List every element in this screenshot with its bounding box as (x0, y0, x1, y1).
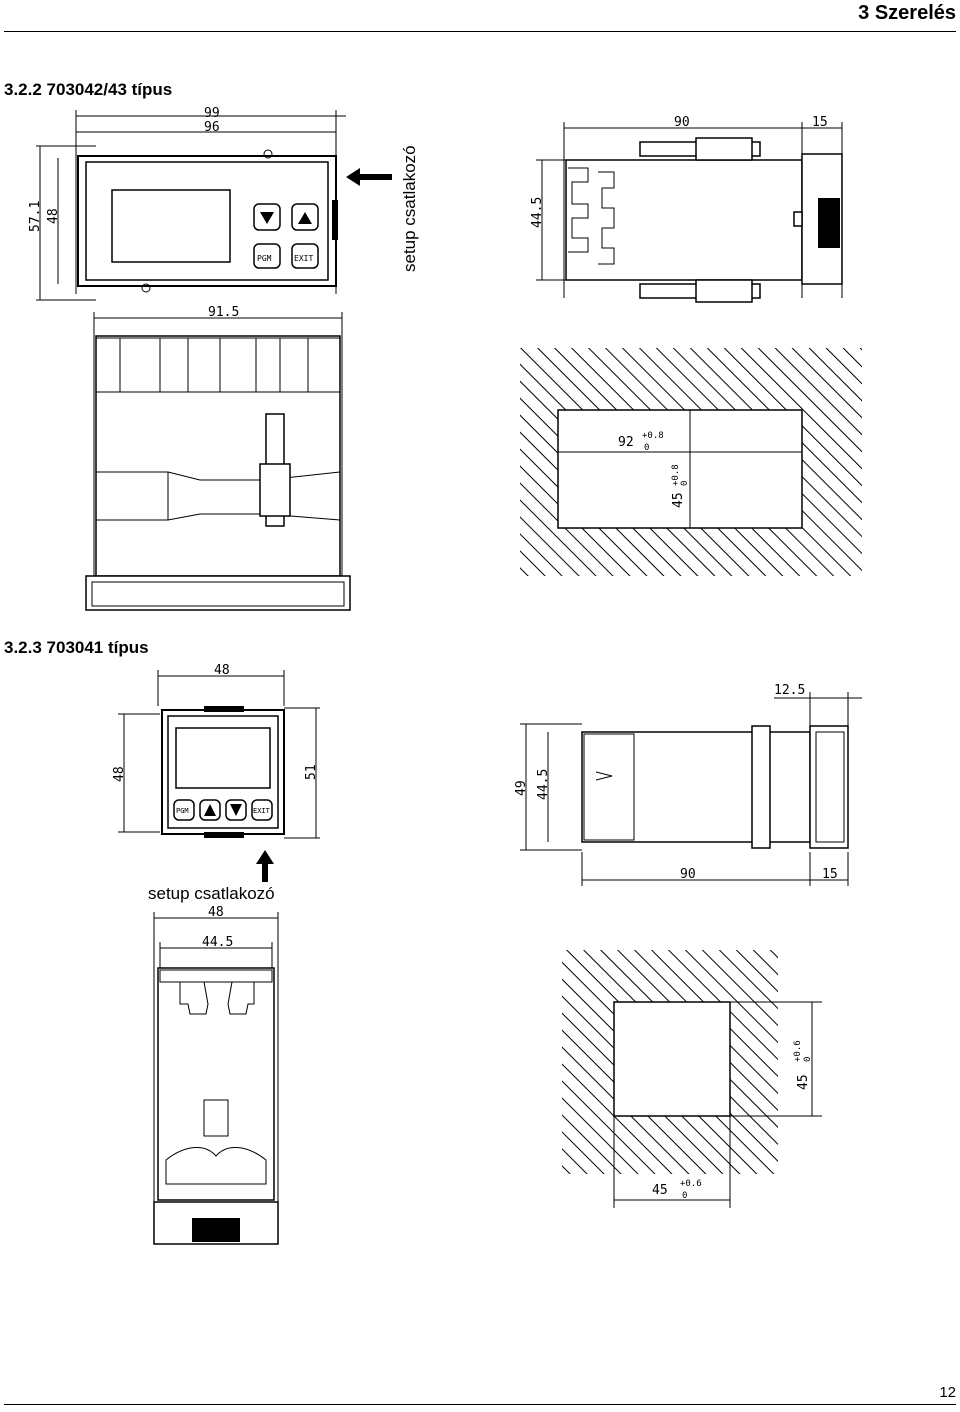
tol-45-v: +0.6 (793, 1040, 803, 1062)
up-arrow-icon (298, 212, 312, 224)
dim-49: 49 (514, 780, 529, 796)
exit-button-label-2: EXIT (253, 807, 271, 815)
front-view-703041: 48 48 51 PGM EXIT (112, 663, 320, 839)
dim-57-1: 57.1 (28, 201, 43, 232)
dim-48-w: 48 (214, 663, 230, 678)
section-title-1: 3.2.2 703042/43 típus (4, 80, 173, 99)
dim-15-2: 15 (822, 867, 838, 882)
down-arrow-icon-2 (230, 804, 242, 816)
page-header-title: 3 Szerelés (858, 2, 956, 24)
tol0-45-h: 0 (682, 1191, 687, 1201)
tol0-45: 0 (680, 481, 690, 486)
section-title-2: 3.2.3 703041 típus (4, 638, 149, 657)
footer-rule (4, 1404, 956, 1405)
setup-connector-label-2: setup csatlakozó (148, 884, 275, 903)
dim-51: 51 (304, 764, 319, 780)
panel-cutout-2 (613, 1001, 731, 1117)
dim-44-5-top: 44.5 (202, 935, 233, 950)
setup-connector-label-1: setup csatlakozó (400, 145, 419, 272)
pgm-button-label-2: PGM (176, 807, 189, 815)
front-view-703042: 99 96 57.1 48 PGM EXIT (28, 106, 346, 301)
dim-48: 48 (46, 208, 61, 224)
page-number: 12 (939, 1384, 956, 1401)
cutout-703041: 45 +0.6 0 45 +0.6 0 (562, 950, 822, 1208)
top-view-703042: 91.5 (85, 305, 351, 611)
dim-99: 99 (204, 106, 220, 121)
down-arrow-icon (260, 212, 274, 224)
tol0-92: 0 (644, 443, 649, 453)
dim-44-5: 44.5 (530, 197, 545, 228)
exit-button-label: EXIT (294, 254, 313, 263)
top-view-703041: 48 44.5 (153, 905, 279, 1245)
dim-12-5: 12.5 (774, 683, 805, 698)
dim-90: 90 (674, 115, 690, 130)
side-view-703041: 12.5 49 44.5 90 15 (514, 683, 862, 886)
pgm-button-label: PGM (257, 254, 272, 263)
side-view-703042: 90 15 44.5 (530, 115, 843, 303)
arrow-left-icon (346, 168, 392, 186)
dim-44-5-side: 44.5 (536, 769, 551, 800)
dim-96: 96 (204, 120, 220, 135)
dim-92: 92 (618, 435, 634, 450)
dim-45-h: 45 (652, 1183, 668, 1198)
dim-45-v: 45 (796, 1074, 811, 1090)
dim-15: 15 (812, 115, 828, 130)
dim-48-h: 48 (112, 766, 127, 782)
display-window (111, 189, 231, 263)
cutout-703042: 92 +0.8 0 45 +0.8 0 (520, 348, 862, 576)
dim-90-2: 90 (680, 867, 696, 882)
tol-45: +0.8 (671, 464, 681, 486)
tol0-45-v: 0 (803, 1057, 813, 1062)
up-arrow-icon-2 (204, 804, 216, 816)
panel-cutout (557, 409, 803, 529)
arrow-up-icon (256, 850, 274, 882)
tol-45-h: +0.6 (680, 1179, 702, 1189)
dim-48-top: 48 (208, 905, 224, 920)
dim-45: 45 (671, 492, 686, 508)
header-rule (4, 31, 956, 32)
tol-92: +0.8 (642, 431, 664, 441)
dim-91-5: 91.5 (208, 305, 239, 320)
